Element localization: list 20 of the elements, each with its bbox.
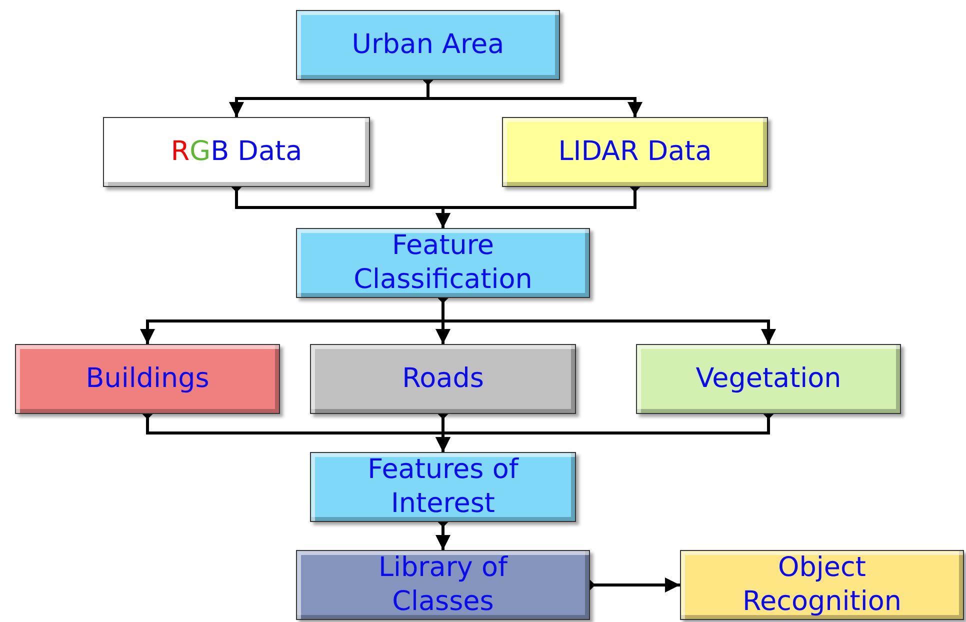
box-label: Object Recognition [742,551,902,619]
box-label: Library of Classes [377,551,509,619]
process-box [310,344,576,414]
process-box [296,10,560,80]
process-box [636,344,901,414]
process-box [296,228,590,298]
process-box [15,344,280,414]
process-box [680,550,964,620]
process-box [296,550,590,620]
box-label: RGB Data [170,136,302,168]
box-label: Feature Classification [352,229,534,297]
process-box [502,117,768,187]
box-label: Roads [402,362,484,396]
box-label: Buildings [86,362,210,396]
box-label: LIDAR Data [558,136,712,168]
process-box [103,117,370,187]
box-label: Vegetation [696,362,842,396]
box-label: Features of Interest [366,453,520,521]
process-box [310,452,576,522]
box-label: Urban Area [352,28,504,62]
